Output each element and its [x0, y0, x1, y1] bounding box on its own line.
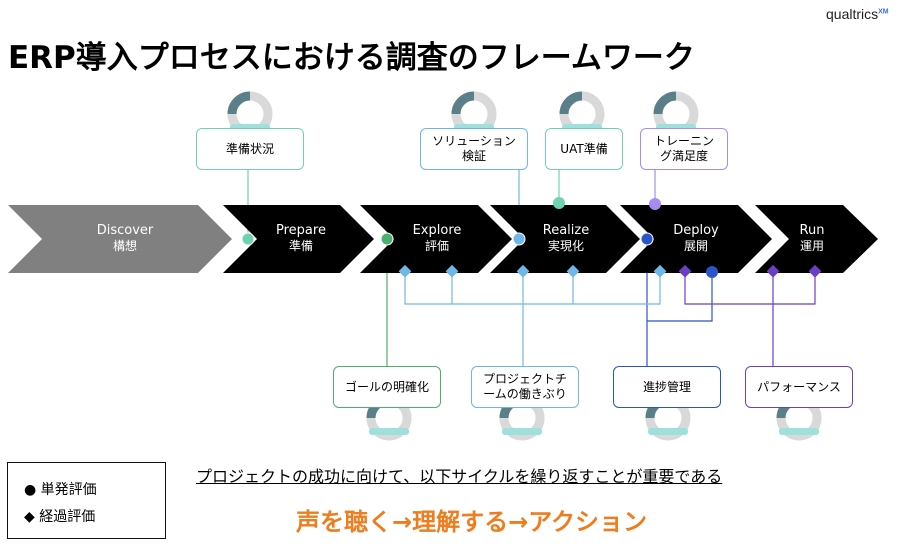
cycle-icon: [559, 91, 605, 137]
card-label: 準備状況: [225, 141, 274, 156]
cycle-icon: [451, 91, 497, 137]
stage-label-prepare: Prepare: [276, 223, 326, 238]
circle-marker: [649, 198, 661, 210]
card-label: ソリューション 検証: [432, 134, 516, 163]
action-line: 声を聴く→理解する→アクション: [296, 508, 648, 536]
stage-jp-realize: 実現化: [548, 238, 584, 253]
stage-jp-discover: 構想: [113, 238, 137, 253]
stage-jp-prepare: 準備: [289, 238, 313, 253]
legend-single: ● 単発評価: [24, 482, 97, 498]
logo-text: qualtrics: [826, 6, 879, 22]
circle-marker: [512, 232, 526, 246]
cycle-icon: [653, 91, 699, 137]
circle-marker: [706, 266, 718, 278]
chevron-prepare: [223, 205, 374, 273]
connector-line: [404, 272, 661, 305]
chevron-explore: [360, 205, 512, 273]
card-performance: パフォーマンス: [745, 366, 853, 408]
legend-box: ● 単発評価 ◆ 経過評価: [7, 462, 166, 539]
diamond-marker: [398, 264, 412, 278]
card-label: UAT準備: [560, 141, 608, 156]
stage-label-deploy: Deploy: [673, 223, 719, 238]
stage-label-run: Run: [800, 223, 825, 238]
stage-label-discover: Discover: [97, 223, 154, 238]
logo-superscript: XM: [878, 8, 889, 16]
card-uat-prep: UAT準備: [545, 128, 623, 170]
cycle-note: プロジェクトの成功に向けて、以下サイクルを繰り返すことが重要である: [196, 467, 723, 486]
card-label: ゴールの明確化: [344, 379, 429, 394]
stage-jp-run: 運用: [800, 239, 824, 253]
connector-line: [647, 272, 713, 322]
page-title: ERP導入プロセスにおける調査のフレームワーク: [8, 40, 695, 76]
circle-marker: [640, 232, 654, 246]
card-label: 進捗管理: [642, 379, 691, 394]
diamond-marker: [445, 264, 459, 278]
card-label: プロジェクトチ ームの働きぶり: [482, 372, 567, 401]
circle-marker: [241, 232, 255, 246]
legend-ongoing: ◆ 経過評価: [24, 509, 96, 525]
stage-chevrons: [8, 205, 878, 273]
single-markers: [241, 197, 718, 278]
card-progress-management: 進捗管理: [613, 366, 721, 408]
stage-jp-explore: 評価: [425, 238, 449, 253]
card-solution-validation: ソリューション 検証: [420, 128, 528, 170]
chevron-discover: [8, 205, 232, 273]
card-training-satisfaction: トレーニン グ満足度: [640, 128, 728, 170]
chevron-deploy: [620, 205, 772, 273]
connector-line: [684, 272, 816, 305]
circle-marker: [380, 232, 394, 246]
stage-label-realize: Realize: [543, 223, 589, 238]
stage-label-explore: Explore: [413, 223, 462, 238]
card-label: パフォーマンス: [757, 379, 841, 394]
stage-jp-deploy: 展開: [684, 239, 708, 253]
card-label: トレーニン グ満足度: [653, 134, 714, 163]
card-goal-clarification: ゴールの明確化: [333, 366, 441, 408]
card-team-performance: プロジェクトチ ームの働きぶり: [471, 366, 579, 408]
qualtrics-logo: qualtricsXM: [826, 6, 889, 22]
chevron-run: [755, 205, 878, 273]
circle-marker: [553, 197, 565, 209]
chevron-realize: [490, 205, 640, 273]
card-readiness: 準備状況: [196, 128, 304, 170]
